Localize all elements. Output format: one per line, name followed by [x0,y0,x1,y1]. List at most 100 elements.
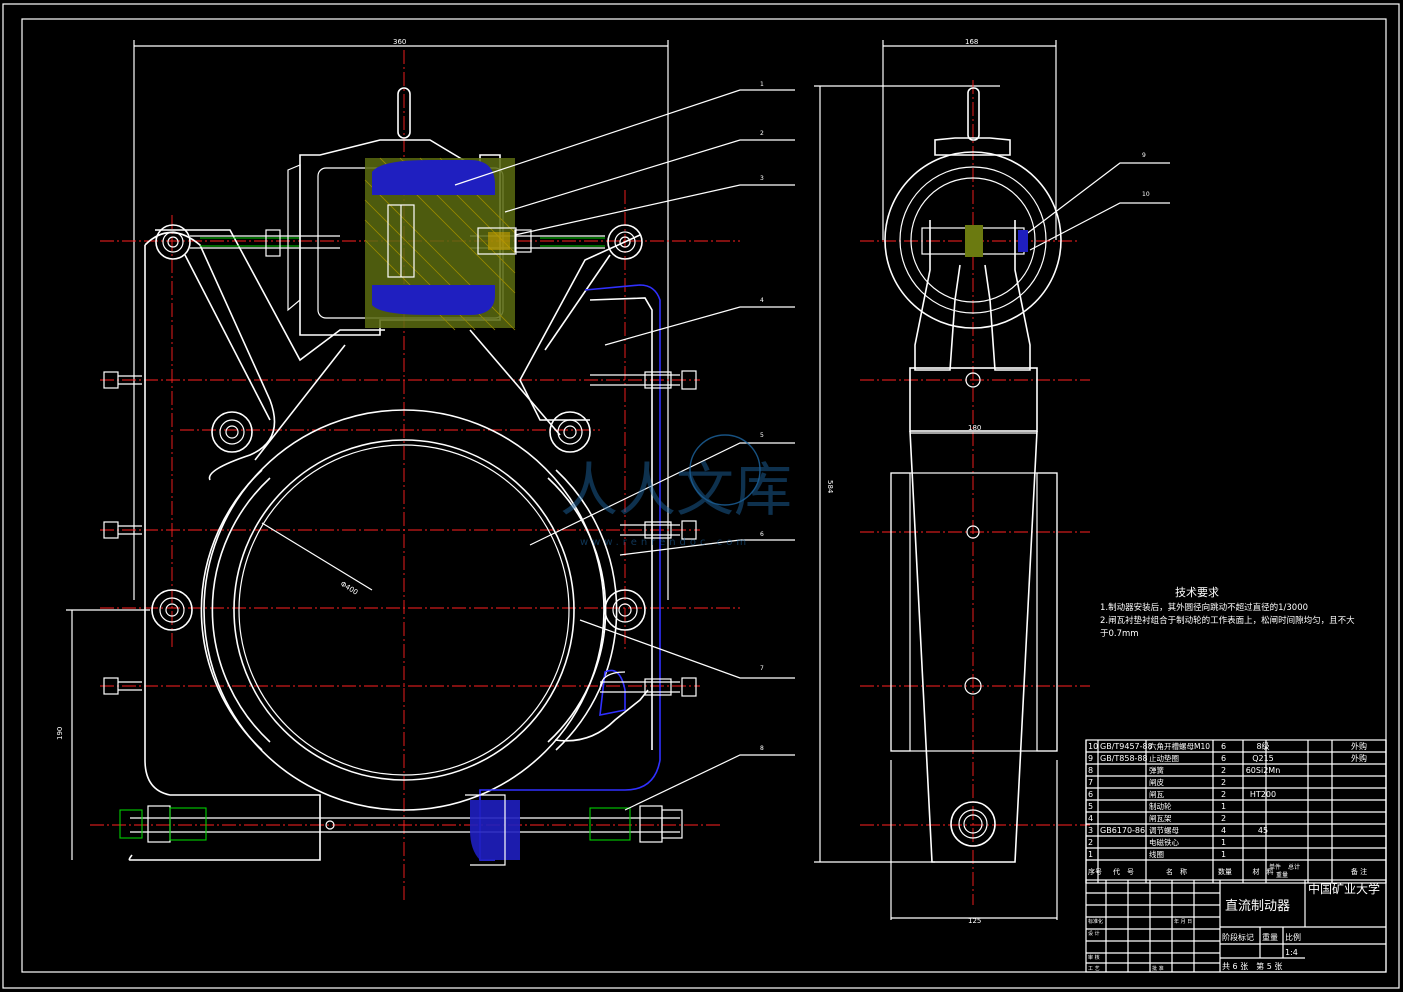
part-qty: 2 [1221,778,1226,787]
pivot-mid-left [211,411,253,453]
dim-584: 584 [826,480,834,494]
title-block: 直流制动器 中国矿业大学 阶段标记 重量 比例 1:4 共 6 张 第 5 张 … [1085,879,1387,973]
part-qty: 6 [1221,754,1226,763]
part-no: 8 [1088,766,1093,775]
part-code: GB6170-86 [1100,826,1145,835]
part-code: GB/T9457-88 [1100,742,1153,751]
callout-3: 3 [760,175,764,182]
bolts-left [103,371,142,695]
part-qty: 4 [1221,826,1226,835]
header-name: 名 称 [1166,867,1187,876]
school-name: 中国矿业大学 [1308,881,1380,896]
dim-190: 190 [56,727,64,740]
part-note: 外购 [1351,741,1367,751]
header-weight: 重量 [1276,871,1288,879]
tech-line-3: 于0.7mm [1100,629,1139,639]
part-name: 调节螺母 [1149,825,1179,835]
callout-6: 6 [760,531,764,538]
design-label: 设 计 [1088,930,1100,937]
pivot-low-left [151,589,193,631]
part-no: 6 [1088,790,1093,799]
header-code: 代 号 [1113,867,1134,876]
side-view: 168 584 180 [814,38,1090,925]
dim-168: 168 [965,38,978,46]
callout-4: 4 [760,297,764,304]
part-no: 1 [1088,850,1093,859]
part-qty: 1 [1221,850,1226,859]
outer-frame [2,3,1400,989]
tech-title: 技术要求 [1175,586,1219,599]
pivot-mid-right [549,411,591,453]
part-qty: 2 [1221,766,1226,775]
standard-label: 标准化 [1088,918,1103,925]
dim-phi400: Φ400 [339,580,359,597]
part-name: 闸瓦 [1149,790,1165,799]
callout-7: 7 [760,665,764,672]
callout-10: 10 [1142,191,1150,198]
bottom-spring-assembly [119,794,683,866]
dim-180: 180 [968,424,981,432]
part-qty: 1 [1221,802,1226,811]
callout-2: 2 [760,130,764,137]
watermark: 人人文库 www.renrendoc.com [560,434,792,548]
pivot-top-left [155,224,191,260]
technical-requirements: 技术要求 1.制动器安装后，其外圆径向跳动不超过直径的1/3000 2.闸瓦衬垫… [1100,586,1355,639]
callout-5: 5 [760,432,764,439]
part-note: 外购 [1351,753,1367,763]
front-view: 360 [56,38,740,900]
part-name: 六角开槽螺母M10 [1149,741,1210,751]
header-no: 序号 [1088,867,1102,876]
header-unit-weight: 单件 [1269,863,1281,871]
pivot-top-right [607,224,643,260]
tech-line-1: 1.制动器安装后，其外圆径向跳动不超过直径的1/3000 [1100,602,1308,613]
part-no: 2 [1088,838,1093,847]
header-note: 备 注 [1351,867,1367,876]
dim-360: 360 [393,38,406,46]
part-material: Q215 [1252,754,1274,763]
callout-numbers: 1 2 3 4 5 6 7 8 9 10 [760,81,1150,752]
part-material: 45 [1258,826,1268,835]
watermark-text: 人人文库 [560,456,792,524]
dim-125: 125 [968,917,981,925]
callout-leaders [454,89,1170,811]
part-no: 5 [1088,802,1093,811]
inner-frame [21,18,1387,973]
date-label: 年 月 日 [1174,918,1192,925]
part-name: 制动轮 [1149,801,1172,811]
part-name: 止动垫圈 [1149,753,1179,763]
header-qty: 数量 [1218,867,1232,876]
part-name: 线圈 [1149,849,1164,859]
part-qty: 2 [1221,790,1226,799]
part-name: 闸皮 [1149,777,1165,787]
part-material: HT200 [1250,790,1276,799]
callout-9: 9 [1142,152,1146,159]
header-total: 总计 [1288,863,1300,871]
callout-8: 8 [760,745,764,752]
scale-label: 比例 [1285,932,1301,942]
sheet-count: 共 6 张 第 5 张 [1222,961,1282,971]
pivot-low-right [604,589,646,631]
approve-label: 批 准 [1152,965,1164,972]
part-qty: 1 [1221,838,1226,847]
part-material: 60Si2Mn [1246,766,1281,775]
weight-label: 重量 [1262,932,1278,942]
stage-label: 阶段标记 [1222,932,1254,942]
electromagnet [287,87,532,336]
tech-line-2: 2.闸瓦衬垫衬组合于制动轮的工作表面上，松闸时间隙均匀，且不大 [1100,615,1355,626]
watermark-url: www.renrendoc.com [580,537,750,548]
part-no: 3 [1088,826,1093,835]
check-label: 审 核 [1088,954,1100,961]
drawing-title: 直流制动器 [1225,899,1290,914]
callout-1: 1 [760,81,764,88]
part-qty: 2 [1221,814,1226,823]
part-code: GB/T858-88 [1100,754,1148,763]
scale-value: 1:4 [1285,948,1298,957]
part-no: 9 [1088,754,1093,763]
part-no: 4 [1088,814,1093,823]
part-no: 10 [1088,742,1098,751]
header-material: 材 料 [1253,867,1274,876]
part-no: 7 [1088,778,1093,787]
bolts-right [590,370,697,697]
